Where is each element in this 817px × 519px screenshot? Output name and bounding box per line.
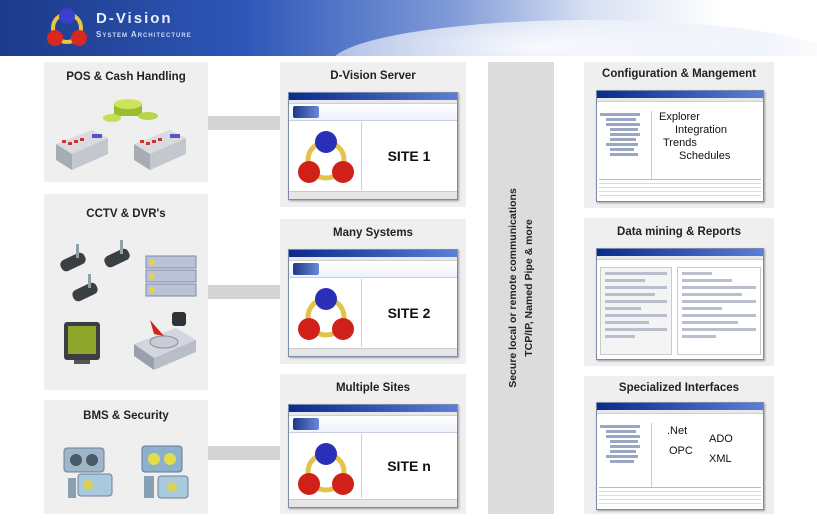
overlay-dotnet: .Net xyxy=(667,425,688,437)
brand-subtitle: System Architecture xyxy=(96,30,192,39)
brand-title: D-Vision xyxy=(96,10,173,27)
window-divider xyxy=(361,122,362,190)
window-titlebar xyxy=(289,250,457,257)
window-menubar xyxy=(597,256,763,260)
reports-window xyxy=(596,248,764,360)
window-statusbar xyxy=(289,499,457,507)
panel-title-many-systems: Many Systems xyxy=(333,227,413,239)
window-statusbar xyxy=(289,348,457,356)
window-titlebar xyxy=(597,91,763,98)
overlay-explorer: Explorer xyxy=(659,111,700,123)
site-label-1: SITE 1 xyxy=(387,148,431,164)
bms-security-icon xyxy=(63,445,189,499)
window-header xyxy=(289,416,457,433)
data-grid xyxy=(599,179,761,199)
panel-specialized-interfaces: Specialized Interfaces .Net ADO OPC XML xyxy=(584,376,774,514)
panel-many-systems: Many Systems SITE 2 xyxy=(280,219,466,364)
window-divider xyxy=(361,279,362,347)
panel-multiple-sites: Multiple Sites SITE n xyxy=(280,374,466,514)
molecule-icon xyxy=(298,443,354,495)
window-titlebar xyxy=(597,249,763,256)
connector-bms xyxy=(208,446,280,460)
server-window: SITE n xyxy=(288,404,458,508)
panel-data-mining-reports: Data mining & Reports xyxy=(584,218,774,366)
panel-d-vision-server: D-Vision Server SITE 1 xyxy=(280,62,466,207)
window-header xyxy=(289,104,457,121)
window-header xyxy=(289,261,457,278)
panel-title-bms: BMS & Security xyxy=(83,410,169,422)
window-menubar xyxy=(289,412,457,416)
mini-logo-icon xyxy=(293,106,319,118)
window-titlebar xyxy=(597,403,763,410)
explorer-tree xyxy=(600,111,652,179)
panel-title-cctv: CCTV & DVR's xyxy=(86,208,166,220)
panel-cctv: CCTV & DVR's xyxy=(44,194,208,390)
report-output-panel xyxy=(677,267,761,355)
site-label-2: SITE 2 xyxy=(387,305,431,321)
panel-title-data-mining: Data mining & Reports xyxy=(617,226,741,238)
panel-title-config: Configuration & Mangement xyxy=(602,68,756,80)
config-window: Explorer Integration Trends Schedules xyxy=(596,90,764,202)
report-filter-panel xyxy=(600,267,672,355)
connector-pos xyxy=(208,116,280,130)
panel-title-pos: POS & Cash Handling xyxy=(66,71,186,83)
banner-swoosh xyxy=(330,20,817,56)
site-label-n: SITE n xyxy=(387,458,431,474)
panel-title-interfaces: Specialized Interfaces xyxy=(618,382,740,394)
interface-tree xyxy=(600,423,652,487)
window-statusbar xyxy=(289,191,457,199)
cctv-camera-icon xyxy=(60,240,197,370)
window-menubar xyxy=(597,98,763,102)
panel-bms: BMS & Security xyxy=(44,400,208,514)
window-titlebar xyxy=(289,93,457,100)
communications-band: Secure local or remote communications TC… xyxy=(488,62,554,514)
communications-text: Secure local or remote communications TC… xyxy=(505,188,537,388)
data-grid xyxy=(599,487,761,507)
communications-line-1: Secure local or remote communications xyxy=(507,188,519,388)
window-menubar xyxy=(289,257,457,261)
overlay-trends: Trends xyxy=(663,137,697,149)
mini-logo-icon xyxy=(293,418,319,430)
window-divider xyxy=(361,434,362,498)
header-banner: D-Vision System Architecture xyxy=(0,0,817,56)
panel-title-multiple-sites: Multiple Sites xyxy=(335,382,411,394)
window-menubar xyxy=(289,100,457,104)
interfaces-window: .Net ADO OPC XML xyxy=(596,402,764,510)
window-menubar xyxy=(597,410,763,414)
connector-cctv xyxy=(208,285,280,299)
mini-logo-icon xyxy=(293,263,319,275)
panel-title-server: D-Vision Server xyxy=(330,70,416,82)
overlay-integration: Integration xyxy=(675,124,727,136)
communications-line-2: TCP/IP, Named Pipe & more xyxy=(523,219,535,357)
panel-configuration-management: Configuration & Mangement Explorer Integ… xyxy=(584,62,774,208)
window-titlebar xyxy=(289,405,457,412)
overlay-xml: XML xyxy=(709,453,732,465)
d-vision-logo-icon xyxy=(47,8,87,46)
overlay-opc: OPC xyxy=(669,445,693,457)
molecule-icon xyxy=(298,288,354,340)
server-window: SITE 2 xyxy=(288,249,458,357)
server-window: SITE 1 xyxy=(288,92,458,200)
panel-pos: POS & Cash Handling xyxy=(44,62,208,182)
overlay-schedules: Schedules xyxy=(679,150,731,162)
pos-terminal-icon xyxy=(56,99,186,170)
molecule-icon xyxy=(298,131,354,183)
overlay-ado: ADO xyxy=(709,433,733,445)
